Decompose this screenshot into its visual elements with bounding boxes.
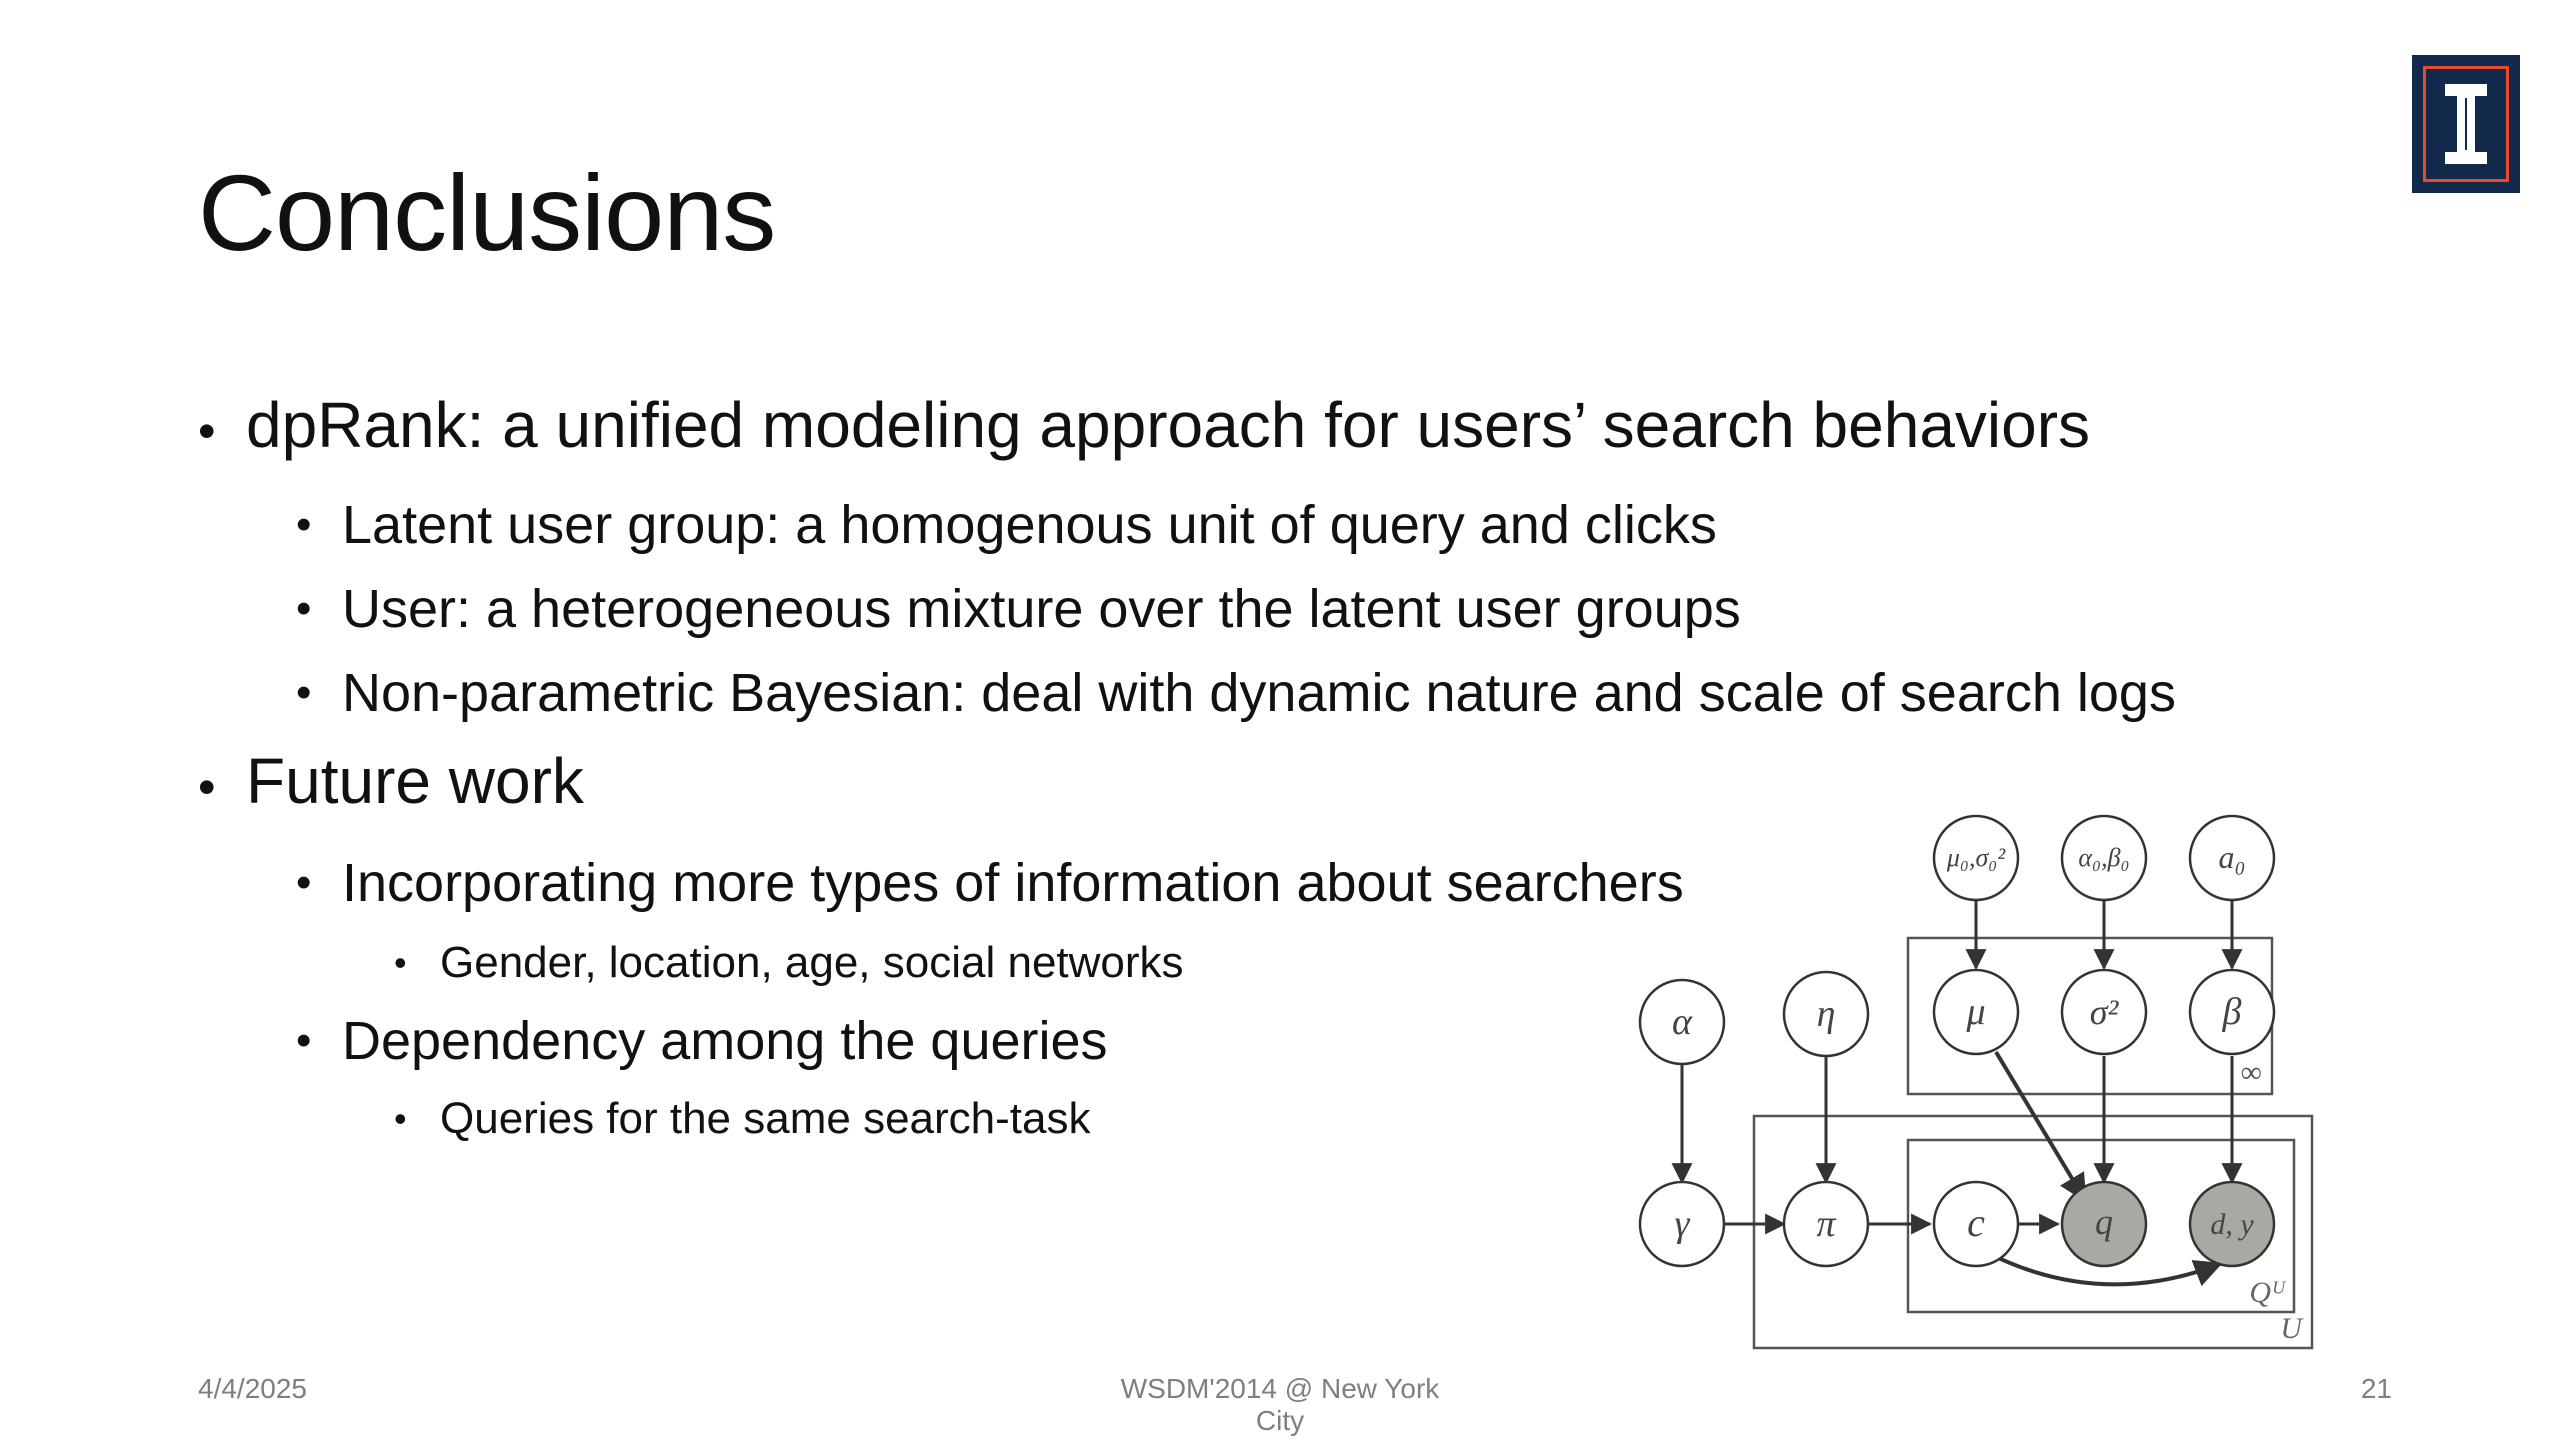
bullet-text: Latent user group: a homogenous unit of …: [342, 495, 1717, 555]
node-mu0-sigma0: μ₀,σ₀²: [1932, 814, 2020, 902]
bullet-text: Dependency among the queries: [342, 1011, 1108, 1071]
graphical-model-diagram: ∞ U Qᵁ μ₀,σ₀² α₀,β₀ a₀ α η μ σ²: [1638, 814, 2314, 1350]
node-eta: η: [1782, 970, 1870, 1058]
node-label: σ²: [2090, 992, 2120, 1032]
node-label: π: [1816, 1203, 1836, 1245]
node-label: a₀: [2218, 839, 2245, 875]
footer-date: 4/4/2025: [198, 1373, 307, 1404]
node-label: α: [1672, 1001, 1693, 1043]
bullet-text: User: a heterogeneous mixture over the l…: [342, 579, 1741, 639]
node-label: α₀,β₀: [2078, 843, 2129, 872]
node-label: d, y: [2210, 1208, 2254, 1241]
logo-border: [2423, 66, 2509, 182]
block-i-icon: [2445, 84, 2487, 164]
plate-infinity-label: ∞: [2241, 1056, 2262, 1089]
node-q-observed: q: [2060, 1180, 2148, 1268]
university-logo: [2412, 55, 2520, 193]
bullet-text: Future work: [246, 745, 584, 817]
node-dy-observed: d, y: [2188, 1180, 2276, 1268]
plate-query: [1906, 1138, 2296, 1314]
node-label: q: [2095, 1202, 2113, 1242]
node-mu: μ: [1932, 968, 2020, 1056]
node-label: γ: [1675, 1203, 1691, 1245]
node-c: c: [1932, 1180, 2020, 1268]
node-gamma: γ: [1638, 1180, 1726, 1268]
bullet-text: Gender, location, age, social networks: [440, 938, 1184, 987]
node-beta: β: [2188, 968, 2276, 1056]
node-alpha: α: [1638, 978, 1726, 1066]
bullet-text: Non-parametric Bayesian: deal with dynam…: [342, 663, 2176, 723]
bullet-text: dpRank: a unified modeling approach for …: [246, 389, 2091, 461]
node-pi: π: [1782, 1180, 1870, 1268]
node-label: μ₀,σ₀²: [1946, 843, 2006, 872]
plate-query-label: Qᵁ: [2249, 1276, 2287, 1309]
footer-page-number: 21: [2360, 1373, 2392, 1404]
node-a0: a₀: [2188, 814, 2276, 902]
bullet-text: Queries for the same search-task: [440, 1094, 1091, 1143]
bullet-text: Incorporating more types of information …: [342, 853, 1684, 913]
node-label: β: [2222, 991, 2242, 1033]
plate-user-label: U: [2280, 1312, 2304, 1345]
node-label: μ: [1965, 991, 1985, 1033]
node-label: c: [1967, 1200, 1985, 1245]
node-sigma2: σ²: [2060, 968, 2148, 1056]
slide-title: Conclusions: [198, 152, 776, 273]
node-label: η: [1817, 993, 1836, 1035]
footer-center: WSDM'2014 @ New York City: [1120, 1373, 1440, 1436]
node-alpha0-beta0: α₀,β₀: [2060, 814, 2148, 902]
